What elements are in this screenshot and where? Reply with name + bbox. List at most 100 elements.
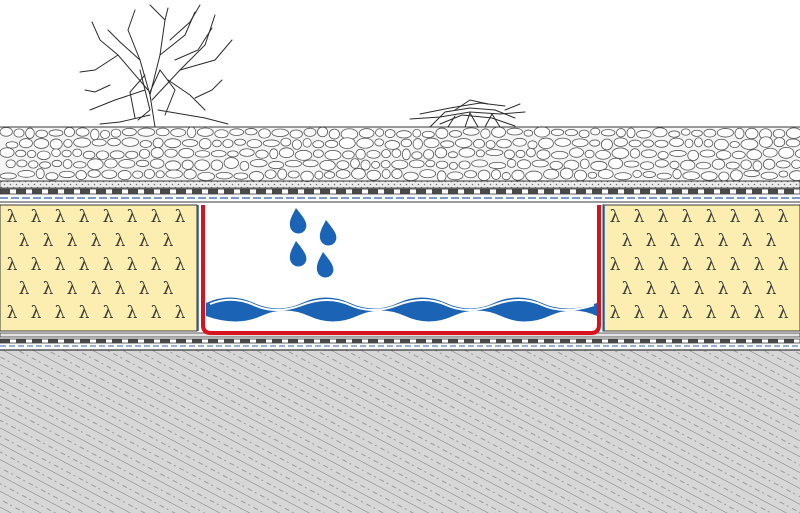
gravel-stone [632,170,642,178]
gravel-stone [212,139,222,148]
gravel-stone [597,169,614,180]
gravel-stone [682,171,700,180]
gravel-stone [746,149,762,161]
gravel-stone [186,126,197,138]
gravel-stone [421,130,435,139]
gravel-stone [0,127,13,137]
lambda-symbol: λ [115,279,126,299]
gravel-stone [48,129,64,137]
gravel-stone [578,129,590,139]
gravel-stone [350,158,360,169]
gravel-stone [36,150,51,161]
gravel-stone [788,170,800,181]
gravel-stone [491,169,502,180]
lambda-symbol: λ [7,255,18,275]
lambda-symbol: λ [778,255,789,275]
gravel-stone [526,147,536,158]
lambda-symbol: λ [139,279,150,299]
gravel-stone [181,139,199,147]
lambda-symbol: λ [682,255,693,275]
gravel-stone [608,157,624,170]
gravel-stone [104,158,118,169]
gravel-stone [197,171,216,182]
gravel-stone [527,140,538,150]
water-drop-icon [316,252,334,278]
lambda-symbol: λ [730,303,741,323]
gravel-stone [294,149,313,161]
lambda-symbol: λ [175,303,186,323]
gravel-stone [600,129,616,137]
gravel-stone [740,138,759,150]
lambda-symbol: λ [754,303,765,323]
gravel-stone [302,159,319,168]
gravel-stone [366,169,381,181]
gravel-stone [5,159,16,169]
gravel-stone [550,128,565,136]
gravel-stone [636,130,652,139]
gravel-stone [623,160,640,168]
gravel-stone [39,161,51,169]
lambda-symbol: λ [670,231,681,251]
gravel-stone [314,170,324,180]
lambda-symbol: λ [31,303,42,323]
lambda-symbol: λ [622,279,633,299]
gravel-stone [718,171,730,182]
lambda-symbol: λ [139,231,150,251]
lambda-symbol: λ [742,279,753,299]
gravel-stone [496,138,512,149]
gravel-stone [772,128,786,139]
gravel-stone [425,159,436,168]
gravel-stone [63,139,73,148]
gravel-stone [687,149,699,161]
water-drop-icons [289,208,337,278]
lambda-symbol: λ [151,303,162,323]
gravel-stone [255,149,269,159]
gravel-stone [584,149,595,159]
gravel-stone [729,141,740,148]
gravel-stone [616,128,626,138]
gravel-stone [408,159,425,169]
lambda-symbol: λ [91,231,102,251]
gravel-stone [462,127,480,136]
gravel-stone [324,171,336,179]
lambda-symbol: λ [706,255,717,275]
gravel-stone [100,129,111,139]
lambda-symbol: λ [754,207,765,227]
gravel-stone [278,147,295,159]
water-drop-icon [289,208,307,234]
lambda-symbol: λ [730,255,741,275]
gravel-stone [447,151,458,159]
gravel-stone [312,149,324,158]
gravel-stone [785,138,800,148]
gravel-stone [264,169,277,179]
gravel-stone [356,137,374,149]
gravel-stone [61,149,72,158]
gravel-stone [713,138,729,151]
lambda-symbol: λ [43,279,54,299]
gravel-stone [210,150,227,158]
gravel-stone [289,129,303,139]
gravel-stone [640,161,655,170]
gravel-stone [262,139,280,147]
lambda-symbol: λ [7,303,18,323]
gravel-stone [471,159,488,168]
gravel-stone [149,158,165,169]
lambda-symbol: λ [91,279,102,299]
gravel-stone [51,159,63,168]
gravel-stone [758,136,773,148]
gravel-stone [440,140,455,148]
water-wave-icon [206,297,597,322]
gravel-stone [16,159,28,168]
lambda-symbol: λ [79,303,90,323]
gravel-stone [268,160,285,170]
lambda-symbol: λ [742,231,753,251]
gravel-stone [110,128,122,138]
gravel-stone [786,127,800,139]
gravel-stone [536,149,551,160]
gravel-stone [464,170,478,179]
gravel-stone [381,168,391,179]
gravel-stone [0,172,17,180]
lambda-symbol: λ [19,279,30,299]
gravel-stone [559,167,574,180]
